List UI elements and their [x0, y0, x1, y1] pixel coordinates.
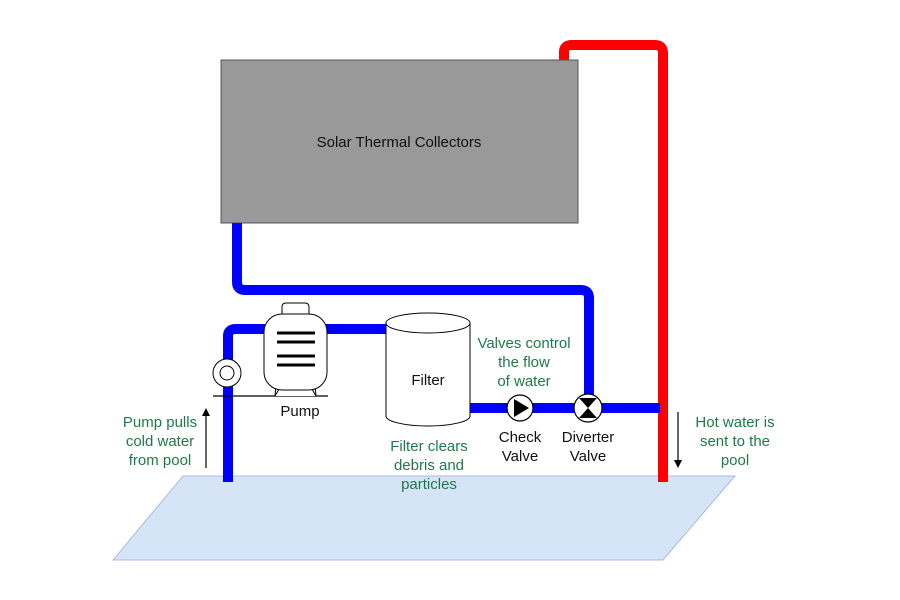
diverter-valve-label-1: Diverter [562, 429, 615, 446]
diverter-valve-label-2: Valve [570, 448, 606, 465]
pump [263, 302, 328, 397]
collector-return-pipe [232, 223, 594, 408]
valves-note-line-2: the flow [498, 354, 550, 371]
filter-note-line-1: Filter clears [390, 438, 468, 455]
valves-note-line-3: of water [497, 373, 550, 390]
pump-note-line-2: cold water [126, 433, 194, 450]
filter [385, 312, 471, 427]
down-arrow-icon [674, 412, 682, 468]
hot-note-line-3: pool [721, 452, 749, 469]
solar-thermal-collectors [220, 59, 579, 224]
filter-note-line-2: debris and [394, 457, 464, 474]
pump-note-line-3: from pool [129, 452, 192, 469]
hot-water-pipe [559, 40, 668, 482]
pump-intake-pipe [223, 324, 390, 482]
pump-note-line-1: Pump pulls [123, 414, 197, 431]
valves-note-line-1: Valves control [477, 335, 570, 352]
hot-note-line-2: sent to the [700, 433, 770, 450]
filter-label: Filter [411, 372, 444, 389]
check-valve-label-2: Valve [502, 448, 538, 465]
check-valve [506, 394, 534, 422]
pressure-gauge [212, 358, 242, 388]
hot-note-line-1: Hot water is [695, 414, 774, 431]
pool [111, 475, 737, 561]
check-valve-label-1: Check [499, 429, 542, 446]
collectors-label: Solar Thermal Collectors [317, 134, 482, 151]
diverter-valve [573, 393, 603, 423]
filter-note-line-3: particles [401, 476, 457, 493]
pump-label: Pump [280, 403, 319, 420]
up-arrow-icon [202, 408, 210, 468]
